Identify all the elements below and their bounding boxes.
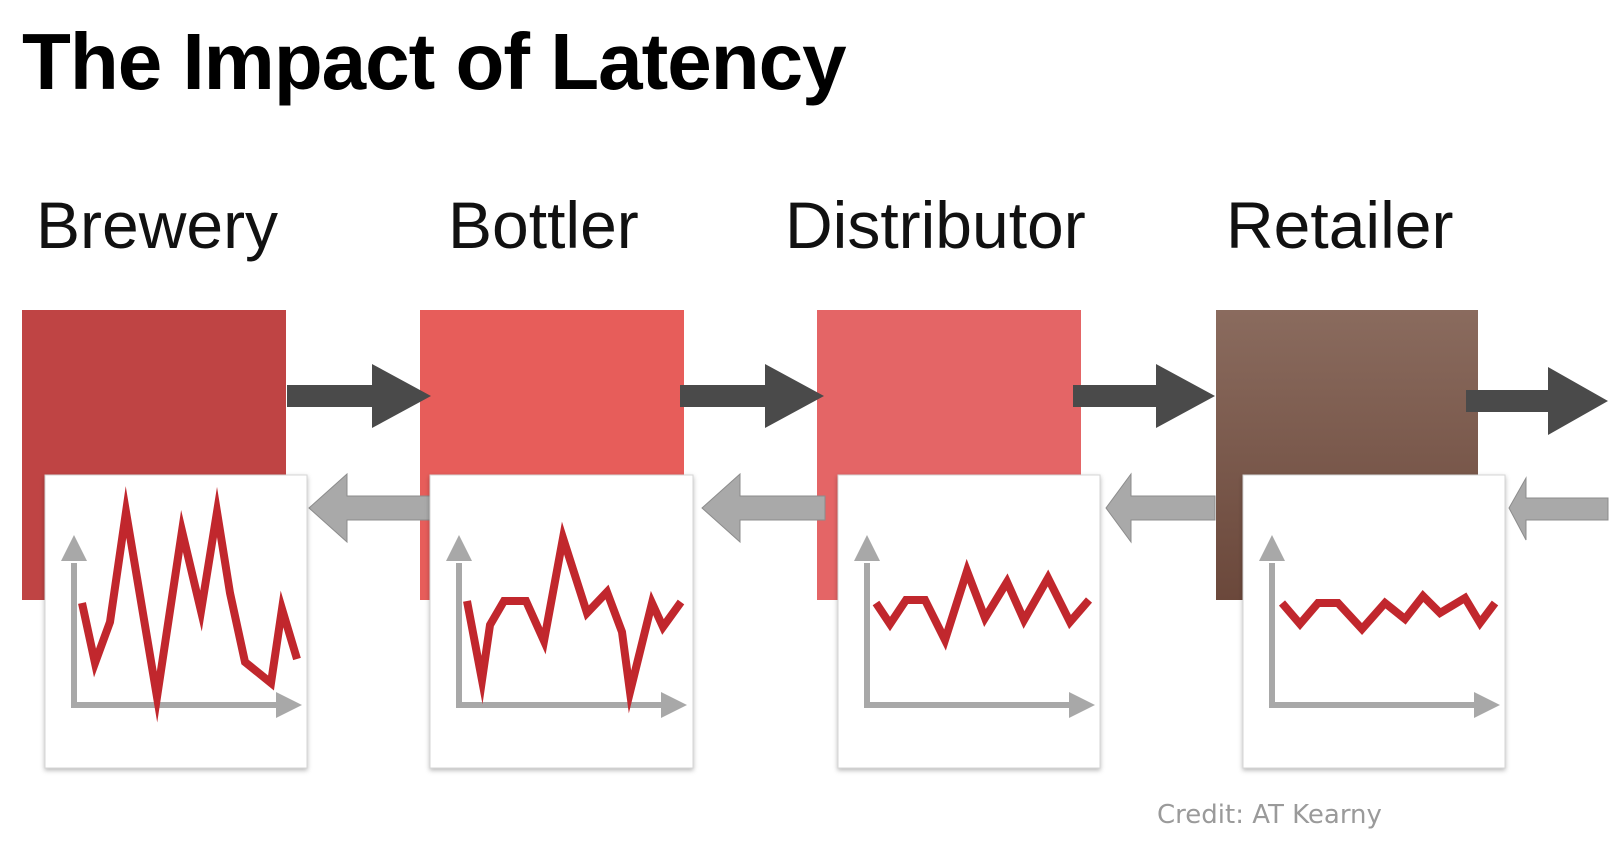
demand-variability-line <box>78 486 301 723</box>
variability-chart-bottler <box>429 474 694 769</box>
demand-variability-line <box>463 521 685 714</box>
chart-axes <box>1259 535 1500 718</box>
stage-label-distributor: Distributor <box>785 188 1086 262</box>
return-arrow-icon <box>308 472 433 544</box>
variability-chart-retailer <box>1242 474 1506 769</box>
variability-chart-brewery <box>44 474 308 769</box>
demand-variability-line <box>1278 589 1499 635</box>
forward-arrow-icon <box>680 364 824 428</box>
page-title: The Impact of Latency <box>22 17 847 106</box>
variability-chart-distributor <box>837 474 1101 769</box>
chart-axes <box>61 535 302 718</box>
forward-arrow-icon <box>1466 367 1608 435</box>
chart-axes <box>446 535 687 718</box>
stage-label-brewery: Brewery <box>36 188 279 262</box>
chart-axes <box>854 535 1095 718</box>
forward-arrow-icon <box>287 364 431 428</box>
return-arrow-icon <box>701 472 826 544</box>
stage-label-retailer: Retailer <box>1226 188 1454 262</box>
forward-arrow-icon <box>1073 364 1215 428</box>
demand-variability-line <box>872 558 1093 651</box>
return-arrow-icon <box>1105 472 1216 544</box>
return-arrow-icon <box>1508 476 1609 541</box>
credit-note: Credit: AT Kearny <box>1157 800 1382 830</box>
stage-label-bottler: Bottler <box>448 188 639 262</box>
